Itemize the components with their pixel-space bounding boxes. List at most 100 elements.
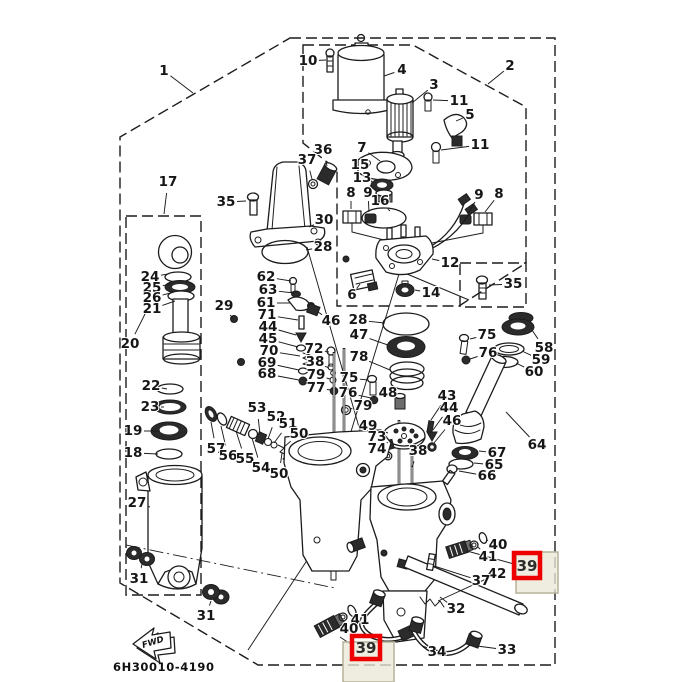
leader-line-34 — [422, 645, 428, 649]
leader-line-37 — [309, 170, 313, 180]
diagram-code: 6H30010-4190 — [113, 660, 215, 674]
leader-line-50 — [280, 452, 283, 464]
part-label-16: 16 — [371, 193, 390, 209]
leader-line-8 — [484, 200, 495, 213]
leader-line-49 — [378, 429, 389, 434]
part-label-34: 34 — [428, 644, 447, 660]
highlight-background — [515, 551, 559, 594]
part-label-63: 63 — [259, 282, 278, 298]
part-label-60: 60 — [525, 364, 544, 380]
piston-rod-assembly — [426, 312, 535, 486]
leader-line-44 — [278, 329, 297, 336]
manifold-left — [283, 429, 392, 581]
leader-line-47 — [369, 338, 389, 346]
leader-line-73 — [386, 441, 389, 444]
leader-line-46 — [317, 311, 323, 316]
part-label-1: 1 — [159, 63, 168, 79]
leader-line-57 — [210, 421, 215, 439]
assembly-2-border — [302, 44, 527, 308]
leader-line-17 — [163, 192, 168, 215]
leader-line-3 — [411, 89, 429, 104]
part-label-7: 7 — [357, 140, 366, 156]
part-label-15: 15 — [351, 157, 370, 173]
part-label-61: 61 — [257, 295, 276, 311]
part-label-38: 38 — [409, 443, 428, 459]
leader-line-9 — [467, 201, 476, 215]
leader-line-42 — [437, 578, 488, 602]
leader-line-77 — [326, 389, 332, 391]
part-label-29: 29 — [215, 298, 234, 314]
leader-line-33 — [476, 645, 497, 649]
leader-line-37 — [433, 565, 471, 579]
part-label-27: 27 — [128, 495, 147, 511]
part-label-62: 62 — [257, 269, 276, 285]
leader-line-28 — [368, 320, 385, 324]
part-label-75: 75 — [340, 370, 359, 386]
part-label-12: 12 — [441, 255, 460, 271]
leader-line-65 — [473, 462, 484, 465]
part-label-4: 4 — [397, 62, 406, 78]
part-label-8: 8 — [346, 185, 355, 201]
part-label-54: 54 — [252, 460, 271, 476]
leader-line-5 — [455, 117, 463, 122]
part-label-46: 46 — [443, 413, 462, 429]
part-label-71: 71 — [258, 307, 277, 323]
part-label-67: 67 — [488, 445, 507, 461]
fitting-cluster-right — [419, 532, 488, 608]
fitting-cluster-bottom-left — [313, 604, 357, 639]
part-label-13: 13 — [353, 170, 372, 186]
part-label-73: 73 — [368, 429, 387, 445]
leader-line-45 — [278, 341, 299, 348]
leader-line-69 — [277, 364, 300, 371]
leader-line-11 — [440, 145, 470, 151]
highlighted-part-label-39-1: 39 — [511, 550, 559, 594]
leader-line-25 — [162, 283, 172, 287]
part-label-21: 21 — [143, 301, 162, 317]
leader-line-22 — [161, 387, 168, 390]
leader-line-2 — [487, 70, 505, 85]
leader-line-66 — [458, 470, 477, 475]
part-label-74: 74 — [368, 441, 387, 457]
leader-line-71 — [277, 316, 299, 321]
part-label-31: 31 — [197, 608, 216, 624]
part-label-40: 40 — [489, 537, 508, 553]
part-label-28: 28 — [314, 239, 333, 255]
part-label-64: 64 — [528, 437, 547, 453]
part-label-3: 3 — [429, 77, 438, 93]
assembly-17-border — [125, 215, 202, 596]
part-label-20: 20 — [121, 336, 140, 352]
part-label-43: 43 — [438, 388, 457, 404]
leader-line-15 — [365, 173, 373, 183]
part-label-38: 38 — [306, 354, 325, 370]
leader-line-67 — [478, 450, 487, 453]
part-label-18: 18 — [124, 445, 143, 461]
part-label-70: 70 — [260, 343, 279, 359]
leader-line-64 — [505, 411, 530, 438]
part-label-30: 30 — [315, 212, 334, 228]
part-label-22: 22 — [142, 378, 161, 394]
highlighted-part-number: 39 — [356, 639, 377, 657]
leader-line-7 — [368, 152, 381, 162]
part-label-78: 78 — [350, 349, 369, 365]
leader-line-24 — [160, 273, 169, 276]
leader-line-1 — [170, 75, 194, 94]
leader-line-78 — [368, 360, 391, 371]
part-label-31: 31 — [130, 571, 149, 587]
part-label-65: 65 — [485, 457, 504, 473]
leader-line-30 — [308, 224, 315, 228]
part-label-37: 37 — [472, 573, 491, 589]
part-label-56: 56 — [219, 448, 238, 464]
part-label-68: 68 — [258, 366, 277, 382]
small-parts-left-column — [287, 276, 339, 396]
leader-line-38 — [411, 461, 415, 468]
part-label-76: 76 — [339, 385, 358, 401]
part-label-76: 76 — [479, 345, 498, 361]
part-label-35: 35 — [504, 276, 523, 292]
highlight-red-box — [511, 550, 543, 581]
leader-line-13 — [369, 185, 378, 193]
leader-line-12 — [431, 258, 440, 262]
leader-line-38 — [324, 365, 330, 369]
part-label-41: 41 — [479, 549, 498, 565]
